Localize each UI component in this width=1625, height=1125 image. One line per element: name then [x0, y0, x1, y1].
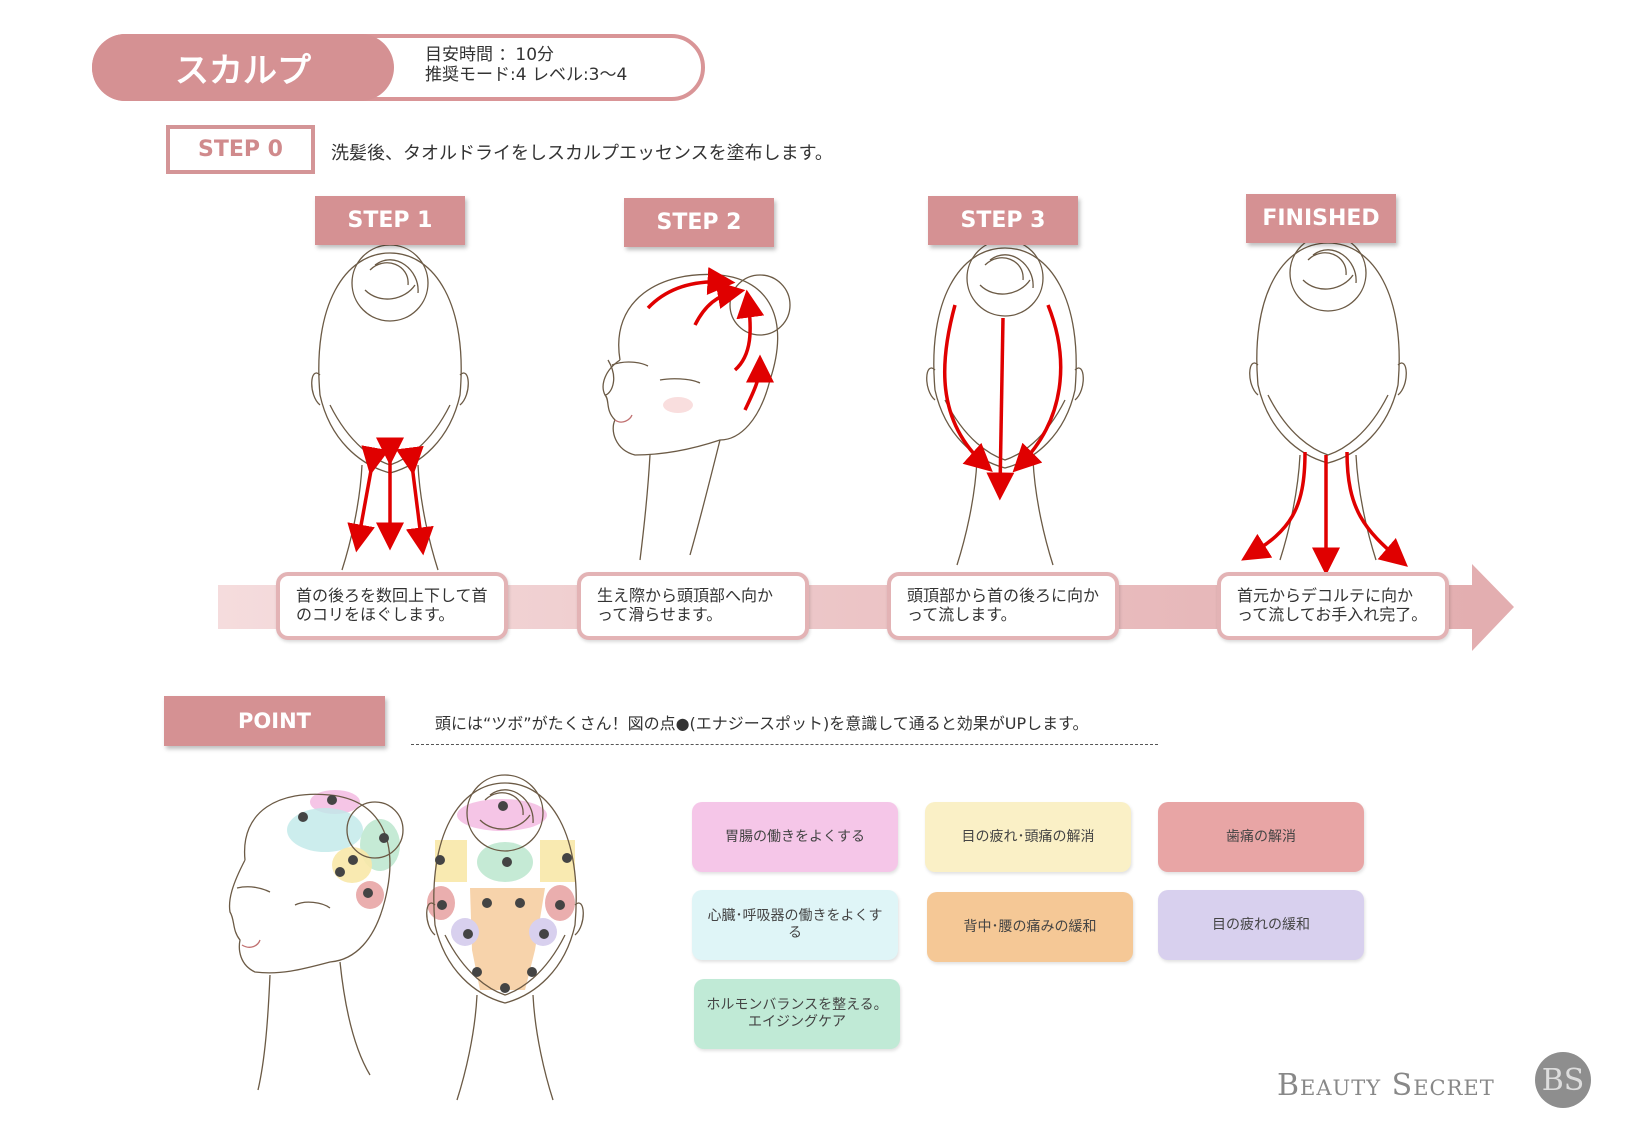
flow-arrowhead	[1472, 564, 1514, 651]
legend-back-pain: 背中･腰の痛みの緩和	[927, 892, 1133, 962]
point-back-diagram	[426, 774, 584, 1101]
point-label: POINT	[164, 696, 385, 746]
step0-text: 洗髪後、タオルドライをしスカルプエッセンスを塗布します。	[331, 143, 833, 164]
legend-toothache: 歯痛の解消	[1158, 802, 1364, 872]
legend-stomach: 胃腸の働きをよくする	[692, 802, 898, 872]
step1-arrows	[347, 437, 434, 556]
dashed-divider	[411, 744, 1158, 745]
point-face-diagram	[228, 790, 404, 1091]
page-title: スカルプ	[92, 34, 394, 101]
legend-eye-headache: 目の疲れ･頭痛の解消	[925, 802, 1131, 872]
step3-description: 頭頂部から首の後ろに向かって流します。	[887, 572, 1119, 640]
time-estimate: 目安時間 ：10分	[425, 45, 555, 65]
brand-name: Beauty Secret	[1277, 1068, 1495, 1103]
finished-head	[1249, 234, 1407, 561]
step2-description: 生え際から頭頂部へ向かって滑らせます。	[577, 572, 809, 640]
step2-label: STEP 2	[624, 198, 774, 247]
step3-head	[926, 239, 1084, 566]
step2-arrows	[646, 267, 774, 411]
point-text: 頭には“ツボ”がたくさん！図の点●(エナジースポット)を意識して通ると効果がUP…	[435, 714, 1089, 733]
step2-head	[602, 273, 791, 561]
legend-heart-lungs: 心臓･呼吸器の働きをよくする	[692, 890, 898, 960]
finished-description: 首元からデコルテに向かって流してお手入れ完了。	[1217, 572, 1449, 640]
step1-label: STEP 1	[315, 196, 465, 245]
step3-label: STEP 3	[928, 196, 1078, 245]
finished-label: FINISHED	[1246, 194, 1396, 243]
step1-description: 首の後ろを数回上下して首のコリをほぐします。	[276, 572, 508, 640]
legend-eye-fatigue: 目の疲れの緩和	[1158, 890, 1364, 960]
step3-arrows	[943, 304, 1063, 501]
finished-arrows	[1241, 451, 1408, 576]
mode-level: 推奨モード:4 レベル:3～4	[425, 65, 628, 85]
title-info: 目安時間 ：10分 推奨モード:4 レベル:3～4	[425, 45, 627, 85]
legend-hormone: ホルモンバランスを整える。エイジングケア	[694, 979, 900, 1049]
brand-logo-mark: BS	[1535, 1052, 1591, 1108]
step0-label: STEP 0	[166, 125, 315, 174]
